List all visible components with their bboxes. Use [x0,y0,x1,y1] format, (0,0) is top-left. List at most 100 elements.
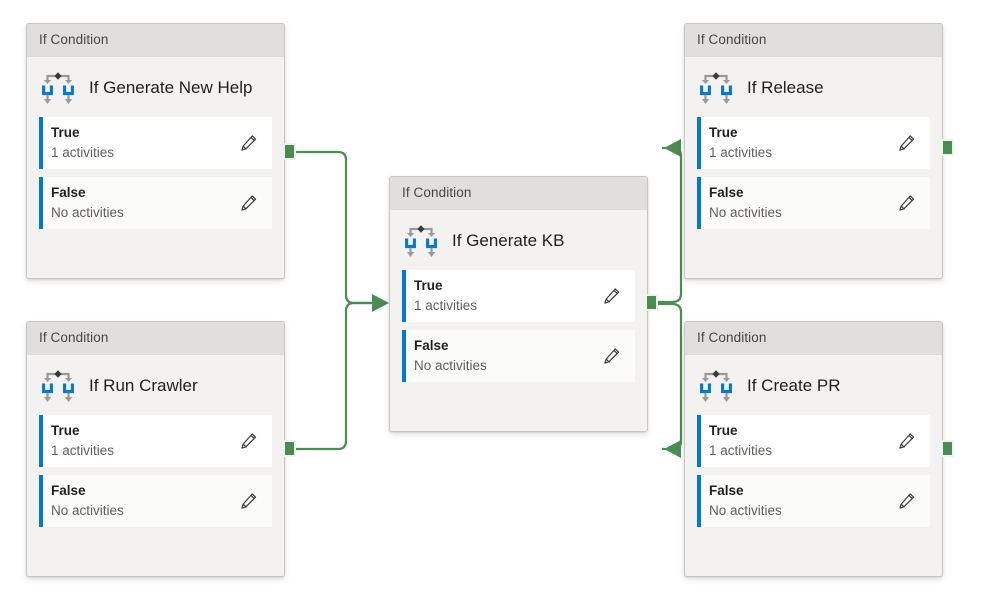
branch-activity-count: No activities [414,358,487,373]
pencil-edit-icon[interactable] [236,190,262,216]
card-header-title: If Condition [39,32,109,48]
card-header: If Condition [27,24,284,57]
branch-accent-bar [697,415,701,467]
branch-label: False [51,483,86,499]
card-header-title: If Condition [402,185,472,201]
arrowhead-into-create-pr [664,440,681,458]
if-condition-branch-icon [700,72,732,104]
card-header: If Condition [685,24,942,57]
card-header: If Condition [685,322,942,355]
card-title: If Run Crawler [89,376,198,396]
branch-row-true[interactable]: True 1 activities [39,117,272,169]
pencil-edit-icon[interactable] [894,488,920,514]
branch-list: True 1 activities [390,270,647,396]
branch-label: True [51,125,80,141]
branch-activity-count: No activities [51,205,124,220]
branch-list: True 1 activities [685,415,942,541]
branch-activity-count: 1 activities [51,145,115,160]
branch-label: True [414,278,443,294]
branch-texts: True 1 activities [414,276,599,315]
pencil-edit-icon[interactable] [236,130,262,156]
branch-activity-count: No activities [709,205,782,220]
card-header-title: If Condition [39,330,109,346]
card-title-row: If Create PR [685,355,942,415]
branch-texts: True 1 activities [709,123,894,162]
pencil-edit-icon[interactable] [599,343,625,369]
pencil-edit-icon[interactable] [599,283,625,309]
card-header-title: If Condition [697,32,767,48]
activity-card-if-generate-new-help[interactable]: If Condition [26,23,285,279]
connector-run-crawler-to-generate-kb [295,301,374,451]
connector-generate-new-help-to-generate-kb [295,150,374,305]
branch-row-false[interactable]: False No activities [39,177,272,229]
output-port-if-release[interactable] [941,139,954,156]
branch-accent-bar [39,475,43,527]
activity-card-if-run-crawler[interactable]: If Condition [26,321,285,577]
branch-row-true[interactable]: True 1 activities [402,270,635,322]
branch-label: False [414,338,449,354]
branch-activity-count: 1 activities [709,145,773,160]
branch-row-false[interactable]: False No activities [39,475,272,527]
pencil-edit-icon[interactable] [236,428,262,454]
branch-activity-count: No activities [709,503,782,518]
card-title-row: If Generate KB [390,210,647,270]
output-port-if-generate-kb[interactable] [645,294,658,311]
branch-accent-bar [697,177,701,229]
branch-texts: False No activities [51,481,236,520]
branch-label: True [709,125,738,141]
activity-card-if-create-pr[interactable]: If Condition [684,321,943,577]
card-title-row: If Generate New Help [27,57,284,117]
activity-card-if-release[interactable]: If Condition [684,23,943,279]
branch-accent-bar [697,475,701,527]
branch-row-true[interactable]: True 1 activities [39,415,272,467]
branch-texts: False No activities [51,183,236,222]
pencil-edit-icon[interactable] [894,428,920,454]
arrowhead-into-generate-kb [372,294,389,312]
if-condition-branch-icon [405,225,437,257]
if-condition-branch-icon [700,370,732,402]
branch-row-true[interactable]: True 1 activities [697,117,930,169]
branch-list: True 1 activities [685,117,942,243]
arrowhead-into-release [664,139,681,157]
branch-accent-bar [39,415,43,467]
if-condition-branch-icon [42,72,74,104]
branch-accent-bar [402,330,406,382]
card-title: If Release [747,78,824,98]
branch-activity-count: No activities [51,503,124,518]
branch-row-false[interactable]: False No activities [402,330,635,382]
card-title: If Generate KB [452,231,565,251]
card-header: If Condition [27,322,284,355]
card-header: If Condition [390,177,647,210]
card-title: If Create PR [747,376,841,396]
branch-accent-bar [39,117,43,169]
branch-accent-bar [402,270,406,322]
output-port-if-run-crawler[interactable] [283,440,296,457]
card-body: If Create PR True 1 activities [685,355,942,541]
branch-row-false[interactable]: False No activities [697,177,930,229]
branch-accent-bar [697,117,701,169]
branch-texts: True 1 activities [51,421,236,460]
branch-label: True [51,423,80,439]
branch-texts: False No activities [709,183,894,222]
card-body: If Generate New Help True 1 activities [27,57,284,243]
branch-list: True 1 activities [27,117,284,243]
branch-activity-count: 1 activities [414,298,478,313]
output-port-if-generate-new-help[interactable] [283,143,296,160]
pencil-edit-icon[interactable] [236,488,262,514]
branch-texts: False No activities [414,336,599,375]
branch-row-true[interactable]: True 1 activities [697,415,930,467]
activity-card-if-generate-kb[interactable]: If Condition [389,176,648,432]
connector-generate-kb-to-release [655,146,683,304]
output-port-if-create-pr[interactable] [941,440,954,457]
branch-row-false[interactable]: False No activities [697,475,930,527]
card-header-title: If Condition [697,330,767,346]
if-condition-branch-icon [42,370,74,402]
branch-list: True 1 activities [27,415,284,541]
card-title-row: If Run Crawler [27,355,284,415]
pencil-edit-icon[interactable] [894,190,920,216]
pencil-edit-icon[interactable] [894,130,920,156]
branch-label: False [709,185,744,201]
branch-activity-count: 1 activities [709,443,773,458]
card-body: If Run Crawler True 1 activities [27,355,284,541]
